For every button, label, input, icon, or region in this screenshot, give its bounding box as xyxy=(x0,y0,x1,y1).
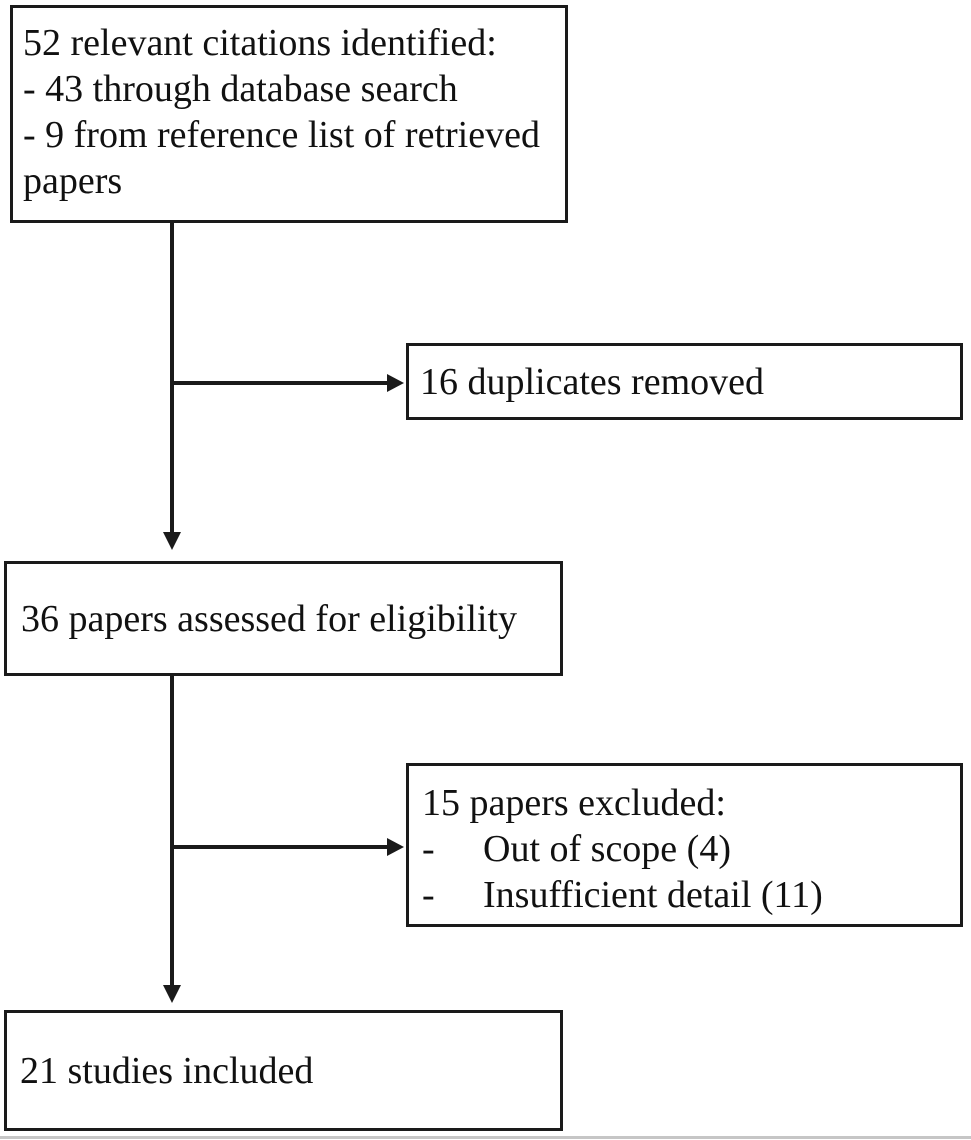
papers-assessed-label: 36 papers assessed for eligibility xyxy=(21,597,518,640)
box-duplicates-removed: 16 duplicates removed xyxy=(406,343,963,420)
box-citations-identified: 52 relevant citations identified: - 43 t… xyxy=(10,5,568,223)
studies-included-label: 21 studies included xyxy=(20,1049,314,1092)
excluded-reason-row: - Insufficient detail (11) xyxy=(422,872,952,918)
excluded-reason-label: Out of scope (4) xyxy=(483,828,731,870)
right-arrow-2-icon xyxy=(170,838,404,856)
figure-crop-artifact-line xyxy=(0,1136,971,1139)
excluded-reason-label: Insufficient detail (11) xyxy=(483,874,823,916)
right-arrow-1-icon xyxy=(170,374,404,392)
box-studies-included: 21 studies included xyxy=(4,1010,563,1131)
down-arrow-1-icon xyxy=(163,223,181,550)
excluded-reason-row: - Out of scope (4) xyxy=(422,826,952,872)
box-papers-excluded: 15 papers excluded: - Out of scope (4) -… xyxy=(406,763,963,927)
citations-identified-line-3: - 9 from reference list of retrieved pap… xyxy=(23,114,540,202)
down-arrow-2-icon xyxy=(163,676,181,1003)
bullet-dash: - xyxy=(422,874,435,916)
papers-excluded-title: 15 papers excluded: xyxy=(422,782,726,824)
box-papers-assessed: 36 papers assessed for eligibility xyxy=(4,561,563,676)
citations-identified-line-2: - 43 through database search xyxy=(23,68,458,110)
citations-identified-line-1: 52 relevant citations identified: xyxy=(23,22,497,64)
duplicates-removed-label: 16 duplicates removed xyxy=(420,360,765,403)
bullet-dash: - xyxy=(422,828,435,870)
